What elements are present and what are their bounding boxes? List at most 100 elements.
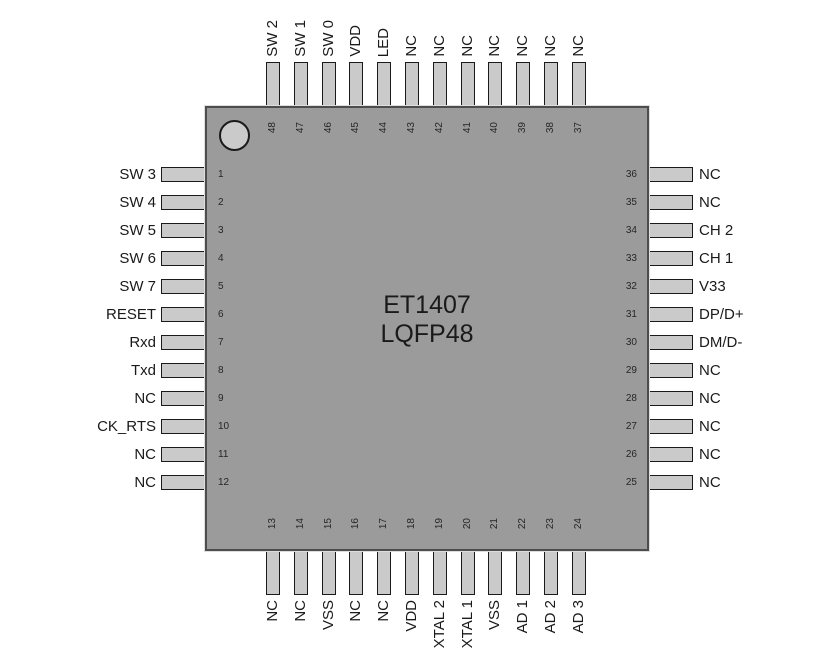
pin-19-number: 19 [433, 518, 445, 530]
pin-33-number: 33 [625, 253, 637, 264]
pin-9-label: NC [134, 390, 156, 407]
pin-37 [571, 62, 586, 107]
pin-27 [648, 419, 693, 434]
pin-48-number: 48 [267, 121, 278, 133]
pin-43-label: NC [403, 35, 420, 57]
pin-40 [488, 62, 503, 107]
pin-10-number: 10 [218, 421, 230, 432]
pin-47-label: SW 1 [291, 20, 309, 57]
pin-13-number: 13 [267, 518, 278, 530]
pin-35-number: 35 [625, 197, 637, 208]
pin-45-label: VDD [347, 25, 365, 57]
pin-30-label: DM/D- [699, 334, 743, 351]
pin-46-number: 46 [322, 121, 334, 133]
pin-2 [161, 195, 206, 210]
pin-42-number: 42 [433, 121, 445, 133]
pin-43-number: 43 [406, 121, 417, 133]
pin-42 [432, 62, 447, 107]
pin-32-label: V33 [699, 278, 726, 295]
pin-6-label: RESET [105, 306, 156, 323]
pin-3 [161, 223, 206, 238]
pin-8-number: 8 [218, 365, 224, 376]
pin-6 [161, 307, 206, 322]
pin-21 [488, 550, 503, 595]
pin-13-label: NC [264, 600, 281, 622]
pin-26-label: NC [699, 446, 721, 463]
pin-11-number: 11 [218, 449, 229, 460]
pin-24-label: AD 3 [569, 600, 587, 634]
pin-10-label: CK_RTS [97, 418, 156, 435]
pin-36-number: 36 [625, 169, 637, 180]
pin-16-number: 16 [350, 518, 362, 530]
pin-31-label: DP/D+ [699, 306, 744, 323]
pin-24 [571, 550, 586, 595]
pin-28-label: NC [699, 390, 721, 407]
pin-38-label: NC [542, 35, 559, 57]
pin-9-number: 9 [218, 393, 224, 404]
pin-27-label: NC [699, 418, 721, 435]
pin-15 [321, 550, 336, 595]
pin-43 [405, 62, 419, 107]
pin-11-label: NC [134, 446, 156, 463]
pin-16-label: NC [347, 600, 365, 622]
pin-46-label: SW 0 [319, 20, 337, 57]
pin-5-label: SW 7 [119, 278, 156, 295]
pin-13 [266, 550, 280, 595]
pin-47 [293, 62, 308, 107]
pin-20 [460, 550, 475, 595]
pin-19 [432, 550, 447, 595]
pin-10 [161, 419, 206, 434]
pin-30 [648, 335, 693, 350]
pin-35 [648, 195, 693, 210]
pin-30-number: 30 [625, 337, 637, 348]
pin-4 [161, 251, 206, 266]
pin-37-label: NC [569, 35, 587, 57]
pin-18-number: 18 [406, 518, 417, 530]
pin-45 [349, 62, 364, 107]
pin-14-label: NC [291, 600, 309, 622]
pin-39 [516, 62, 531, 107]
pin-33 [648, 251, 693, 266]
pin-23-label: AD 2 [542, 600, 559, 634]
pin-47-number: 47 [294, 121, 306, 133]
pin-19-label: XTAL 2 [430, 600, 448, 649]
pin-26 [648, 447, 693, 462]
pin-44-number: 44 [378, 121, 390, 133]
pin-22-number: 22 [517, 518, 529, 530]
pin-37-number: 37 [572, 121, 584, 133]
pin-34 [648, 223, 693, 238]
pin-25 [648, 475, 693, 490]
pin-25-label: NC [699, 474, 721, 491]
pin-41-number: 41 [461, 121, 473, 133]
pin-26-number: 26 [625, 449, 637, 460]
pin-17-label: NC [375, 600, 393, 622]
pin-22 [516, 550, 531, 595]
pin-20-label: XTAL 1 [458, 600, 476, 649]
pin-21-number: 21 [489, 518, 501, 530]
pin-14-number: 14 [294, 518, 306, 530]
pin-6-number: 6 [218, 309, 224, 320]
pin-18 [405, 550, 419, 595]
pin-41-label: NC [458, 35, 476, 57]
pin-29 [648, 363, 693, 378]
pin-36 [648, 167, 693, 182]
pin-48-label: SW 2 [264, 20, 281, 57]
pin-23 [544, 550, 558, 595]
pin-46 [321, 62, 336, 107]
pin-25-number: 25 [625, 477, 637, 488]
pin-14 [293, 550, 308, 595]
pin-15-label: VSS [319, 600, 337, 631]
pin-38 [544, 62, 558, 107]
pin-2-label: SW 4 [119, 194, 156, 211]
pin-5 [161, 279, 206, 294]
pin-31 [648, 307, 693, 322]
pin-12-label: NC [134, 474, 156, 491]
pin-33-label: CH 1 [699, 250, 734, 267]
pin-29-label: NC [699, 362, 721, 379]
pin-42-label: NC [430, 35, 448, 57]
pin-20-number: 20 [461, 518, 473, 530]
pin-34-label: CH 2 [699, 222, 734, 239]
pin-1 [161, 167, 206, 182]
pin-18-label: VDD [403, 600, 420, 632]
